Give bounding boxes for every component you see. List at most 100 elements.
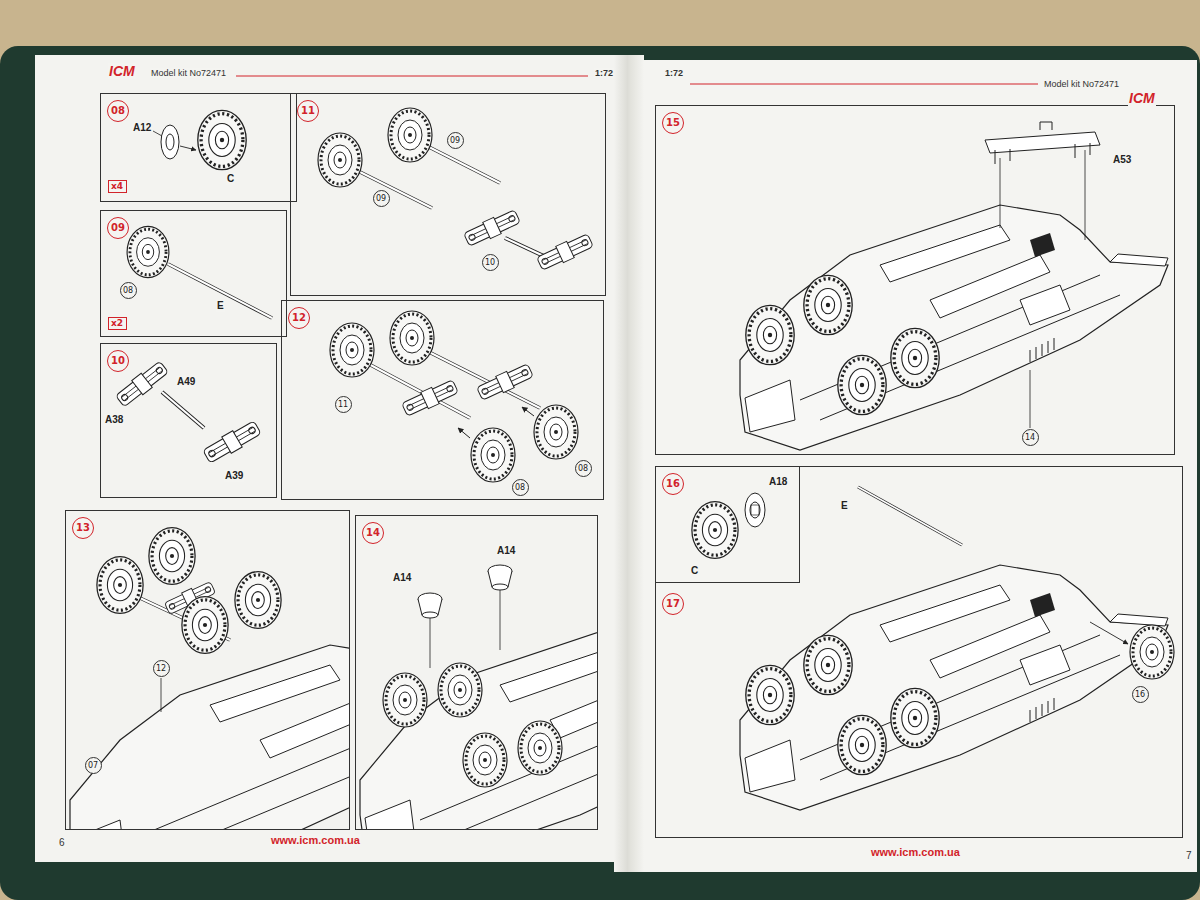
part-label: A12 [132,122,152,134]
part-label: A14 [392,572,412,584]
quantity-mark: x2 [111,318,123,328]
step-17-art [891,688,939,747]
reference-number: 10 [485,258,495,267]
step-08-art [198,110,246,169]
step-17-art [838,715,886,774]
step-14-art [383,673,427,727]
quantity-box: x4 [108,180,127,193]
page-number: 7 [1185,850,1193,861]
step-panel: 12110808 [281,300,604,500]
page-fold [614,55,644,872]
step-13-art [70,645,349,829]
part-label: E [840,500,849,512]
website: www.icm.com.ua [870,846,961,858]
step-12-art [401,378,459,418]
part-label: A39 [224,470,244,482]
brand-logo: ICM [108,63,136,79]
step-09-art [168,264,272,318]
step-17-art [1130,625,1174,679]
part-label: A14 [496,545,516,557]
step-15-art [740,205,1168,450]
step-number: 15 [662,112,684,134]
step-09-art [127,226,169,277]
reference-circle: 07 [85,757,102,774]
kit-number: Model kit No72471 [1043,79,1120,89]
step-number: 13 [72,517,94,539]
step-16-art [745,493,765,527]
reference-number: 08 [123,286,133,295]
reference-number: 14 [1025,433,1035,442]
reference-number: 12 [156,664,166,673]
step-number: 09 [107,217,129,239]
step-number: 12 [288,307,310,329]
cutting-mat [0,46,1200,900]
website: www.icm.com.ua [270,834,361,846]
step-11-art [425,145,500,183]
step-11-art [536,232,594,272]
step-15-art [891,328,939,387]
step-panel: 11090910 [290,93,606,296]
step-15-art [804,275,852,334]
step-10-art [114,360,262,465]
step-number: 16 [662,473,684,495]
step-10-art [162,392,204,428]
step-10-art [162,392,204,428]
reference-circle: 08 [512,479,529,496]
step-12-art [330,323,374,377]
step-13-art [235,572,281,629]
reference-number: 09 [376,194,386,203]
reference-number: 16 [1135,690,1145,699]
step-12-art [476,362,534,402]
step-12-art [534,405,578,459]
step-12-art [458,428,470,438]
quantity-box: x2 [108,317,127,330]
reference-number: 08 [578,464,588,473]
step-panel: 08 x4 [100,93,297,202]
step-13-art [70,645,349,829]
step-panel: 09 08 x2 [100,210,287,337]
step-16-art [751,505,759,515]
step-15-art [740,122,1168,450]
reference-circle: 12 [153,660,170,677]
step-12-art [390,311,434,365]
step-14-art [463,733,507,787]
step-13-art [161,678,162,712]
part-label: C [690,565,699,577]
step-panel: 10 [100,343,277,498]
header-rule [236,76,588,77]
reference-circle: 10 [482,254,499,271]
step-16-art [750,502,760,518]
step-number: 14 [362,522,384,544]
reference-circle: 16 [1132,686,1149,703]
step-12-art [330,311,578,482]
step-08-art [166,134,174,150]
step-10-art [202,419,262,465]
step-08-art [161,125,179,159]
reference-circle: 08 [575,460,592,477]
step-14-art [430,618,431,668]
quantity-mark: x4 [111,181,123,191]
step-11-art [318,133,362,187]
step-08-art [153,110,246,169]
step-14-art [360,625,597,829]
reference-circle: 08 [120,282,137,299]
step-panel: 1514 [655,105,1175,455]
step-17-art [740,487,1174,810]
step-09-art [168,264,272,318]
page-number: 6 [58,837,66,848]
step-panel: 14 [355,515,598,830]
step-12-art [365,362,470,418]
reference-circle: 09 [447,132,464,149]
step-15-art [838,355,886,414]
kit-number: Model kit No72471 [150,68,227,78]
step-15-art [1085,150,1086,240]
step-14-art [518,721,562,775]
step-14-art [488,565,512,590]
step-17-art [1090,622,1128,644]
step-11-art [356,170,432,208]
step-17-art [804,635,852,694]
step-13-art [97,557,143,614]
step-number: 08 [107,100,129,122]
step-14-art [360,565,788,870]
